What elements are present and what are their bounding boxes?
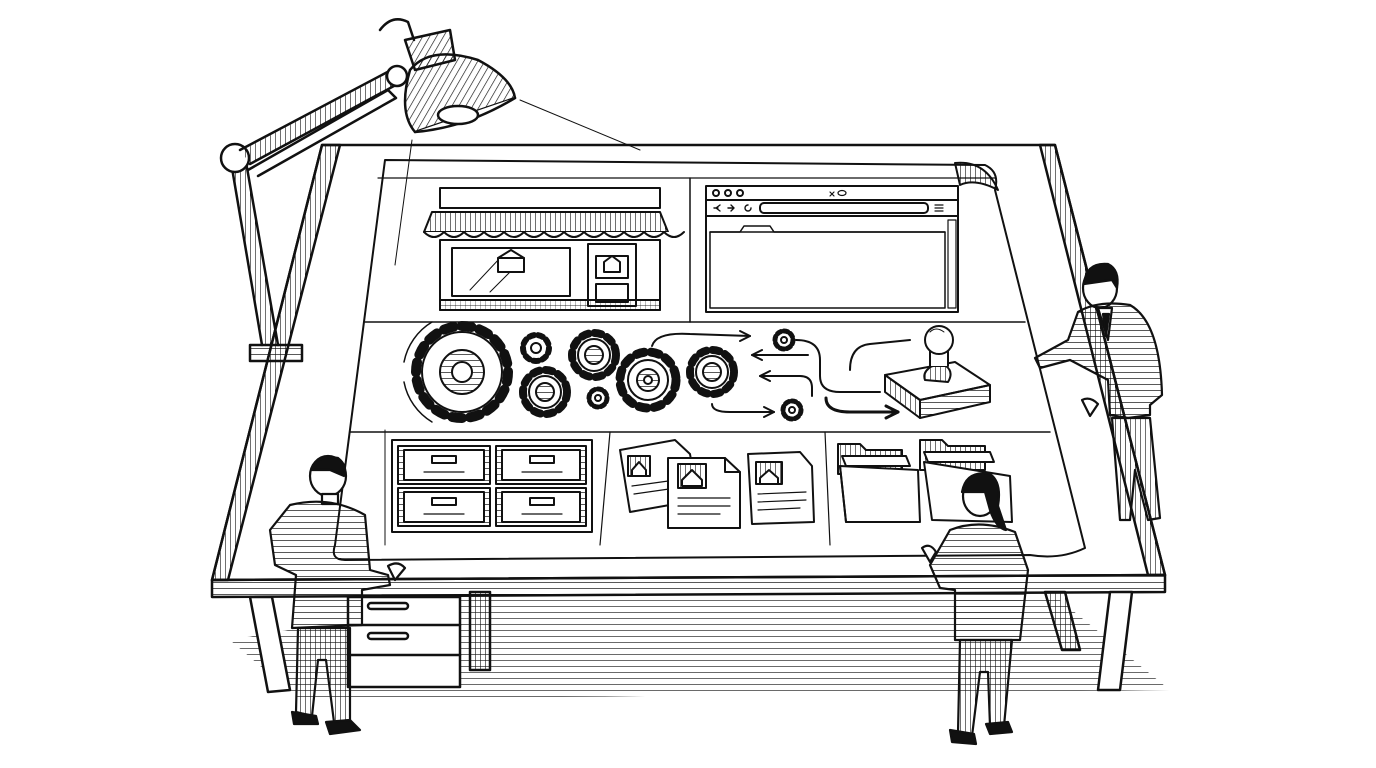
gear-icon [686, 346, 738, 398]
document-icon [747, 451, 815, 525]
person-left [268, 454, 407, 736]
floor-shadow [230, 600, 1170, 700]
rubber-stamp [884, 325, 991, 419]
file-cabinet-panel [391, 439, 593, 533]
property-documents-panel [619, 439, 815, 529]
gear-icon [519, 366, 571, 418]
person-right [1033, 262, 1164, 522]
gear-icon [403, 321, 513, 423]
desk-lamp [219, 18, 641, 363]
storefront-panel [423, 187, 685, 311]
gear-icon [568, 329, 620, 381]
browser-window-panel [705, 185, 959, 313]
gears-workflow-panel [403, 321, 991, 423]
folder-icon [837, 443, 921, 523]
gear-icon [586, 386, 610, 410]
gear-icon [772, 328, 796, 352]
person-woman [920, 472, 1030, 746]
gear-icon [780, 398, 804, 422]
workflow-arrows [651, 330, 911, 420]
gear-icon [615, 347, 681, 413]
document-icon [667, 457, 741, 529]
gear-icon [520, 332, 552, 364]
